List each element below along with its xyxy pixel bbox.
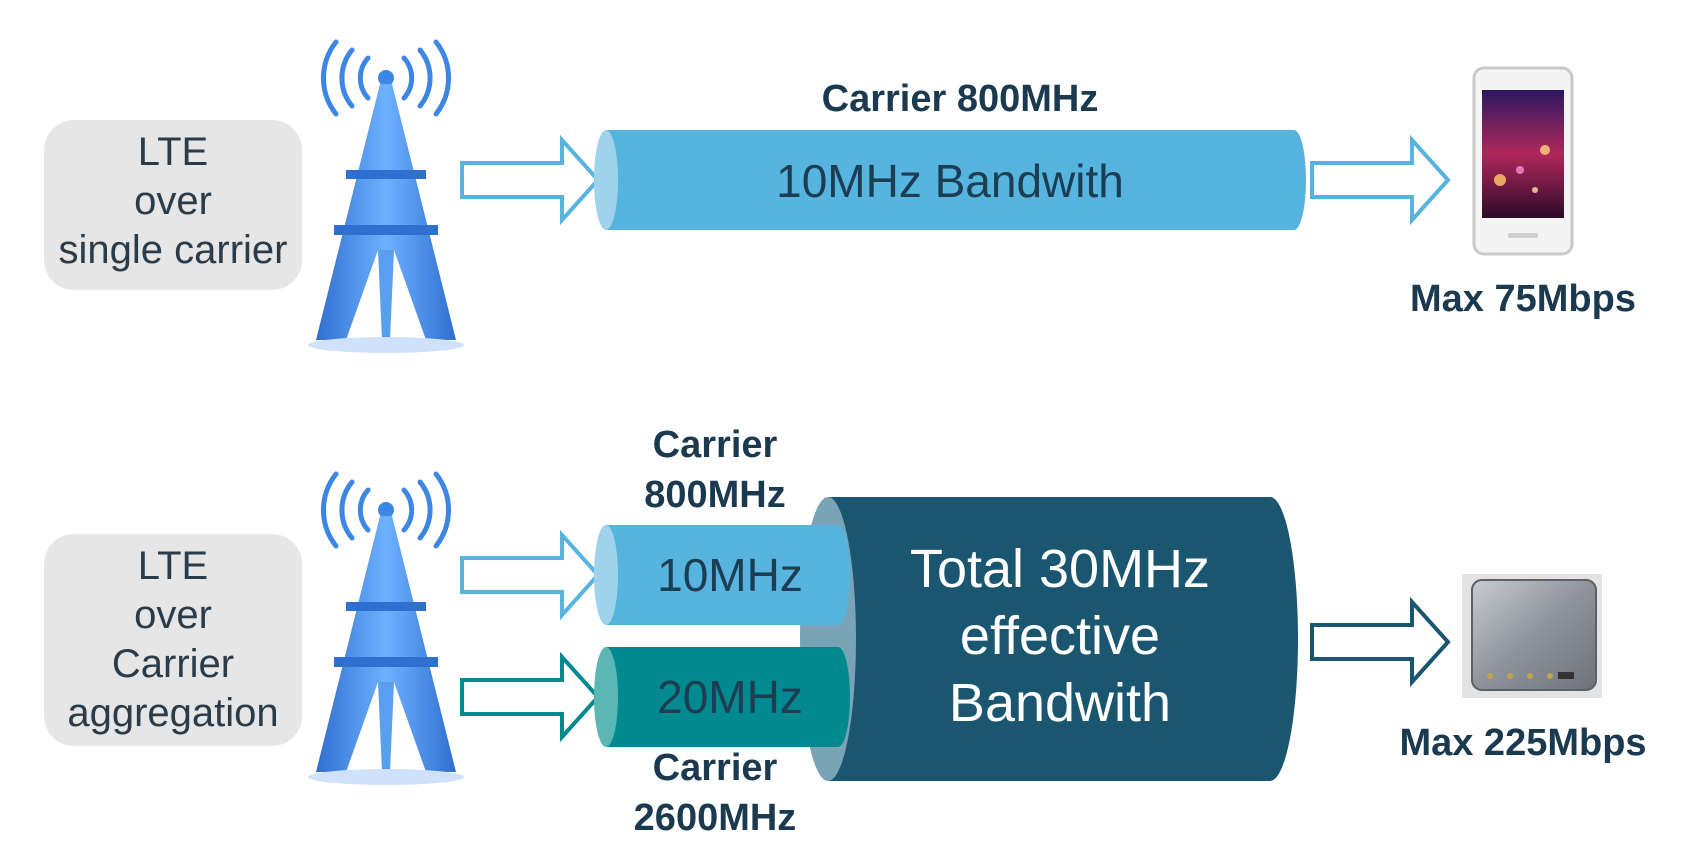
carrier-2600-pipe [594, 647, 850, 747]
lte-ca-box [44, 534, 302, 746]
lte-single-label: LTE over single carrier [58, 130, 288, 272]
carrier-800-title: Carrier 800MHz [821, 78, 1099, 120]
pipe-bandwidth-label: 10MHz Bandwith [776, 155, 1124, 207]
carrier-800-label: Carrier 800MHz [644, 424, 786, 516]
carrier-800-pipe [594, 525, 850, 625]
tower-icon [308, 471, 464, 785]
arrow-out-icon [1310, 596, 1451, 688]
lte-single-box [44, 120, 302, 290]
pipe-10mhz-label: 10MHz [657, 549, 803, 601]
phone-image [1472, 66, 1574, 256]
arrow-out-icon [1310, 134, 1451, 226]
pipe-20mhz-label: 20MHz [657, 671, 803, 723]
total-bandwidth-label: Total 30MHz effective Bandwith [909, 539, 1211, 733]
carrier-2600-label: Carrier 2600MHz [633, 747, 797, 839]
tower-icon [308, 39, 464, 353]
max-speed-single: Max 75Mbps [1410, 278, 1636, 320]
max-speed-ca: Max 225Mbps [1399, 722, 1647, 764]
arrow-in-icon [460, 134, 601, 226]
arrow-in-icon [460, 651, 601, 743]
arrow-in-icon [460, 529, 601, 621]
carrier-800-pipe [594, 130, 1306, 230]
router-image [1462, 574, 1602, 698]
lte-ca-label: LTE over Carrier aggregation [67, 544, 279, 735]
